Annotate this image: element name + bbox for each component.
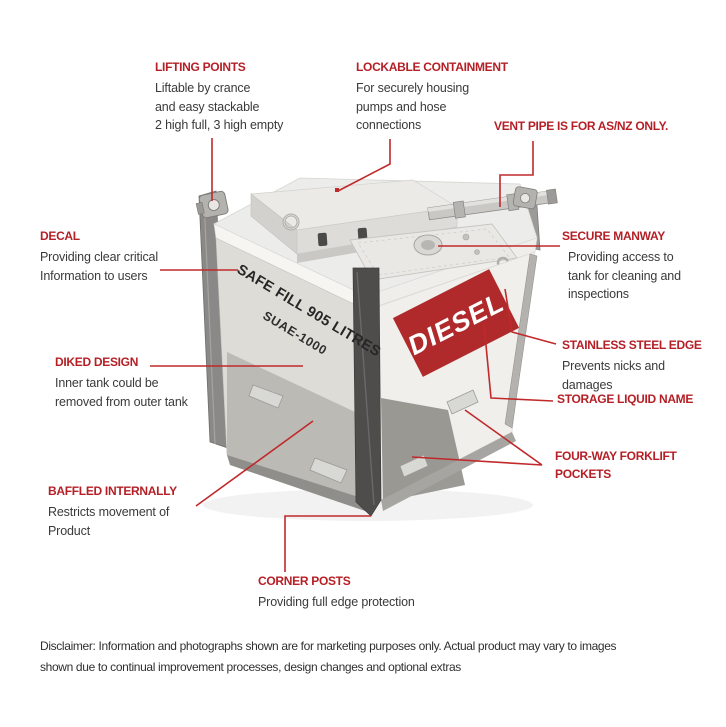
callout-line: damages [562, 377, 613, 392]
stainless-steel-edge-strip [504, 253, 538, 429]
callout-forklift-pockets: FOUR-WAY FORKLIFT POCKETS [555, 447, 680, 487]
callout-vent-pipe: VENT PIPE IS FOR AS/NZ ONLY. [494, 119, 668, 138]
callout-line: removed from outer tank [55, 394, 188, 409]
callout-diked-design: DIKED DESIGN Inner tank could be removed… [55, 355, 188, 411]
callout-title: LOCKABLE CONTAINMENT [356, 60, 508, 74]
callout-title: LIFTING POINTS [155, 60, 246, 74]
callout-line: pumps and hose [356, 99, 447, 114]
leader-storage-liquid-name [483, 323, 554, 402]
callout-line: Providing access to [568, 250, 674, 264]
callout-line: Providing clear critical [40, 250, 158, 264]
callout-line: Prevents nicks and [562, 359, 665, 373]
leader-end-dot [335, 188, 339, 192]
disclaimer: Disclaimer: Information and photographs … [40, 636, 700, 678]
callout-title: DECAL [40, 229, 80, 243]
base-skid-right [381, 432, 516, 511]
callout-storage-liquid-name: STORAGE LIQUID NAME [557, 392, 693, 411]
leader-lockable-containment [337, 139, 391, 192]
callout-decal: DECAL Providing clear critical Informati… [40, 229, 158, 285]
lifting-lug-right [512, 186, 538, 210]
forklift-pockets [248, 384, 479, 484]
callout-line: Liftable by crance [155, 81, 251, 95]
disclaimer-line: Disclaimer: Information and photographs … [40, 639, 617, 653]
callout-line: For securely housing [356, 81, 470, 95]
callout-title: DIKED DESIGN [55, 355, 139, 369]
callout-line: Restricts movement of [48, 505, 170, 519]
callout-title: STORAGE LIQUID NAME [557, 392, 694, 406]
callout-stainless-steel-edge: STAINLESS STEEL EDGE Prevents nicks and … [562, 338, 702, 394]
lifting-lug-left [195, 190, 229, 219]
callout-title: FOUR-WAY FORKLIFT POCKETS [555, 449, 677, 481]
callout-line: Product [48, 523, 91, 538]
leader-corner-posts [284, 515, 371, 572]
callout-title: STAINLESS STEEL EDGE [562, 338, 702, 352]
callout-baffled-internally: BAFFLED INTERNALLY Restricts movement of… [48, 484, 177, 540]
callout-line: and easy stackable [155, 99, 260, 114]
leader-vent-pipe [499, 141, 534, 207]
callout-title: SECURE MANWAY [562, 229, 666, 243]
leader-baffled-internally [195, 420, 314, 507]
front-corner-post [352, 267, 382, 517]
callout-line: Providing full edge protection [258, 595, 415, 609]
leader-stainless-steel-edge [504, 288, 557, 345]
callout-line: Information to users [40, 268, 148, 283]
callout-secure-manway: SECURE MANWAY Providing access to tank f… [562, 229, 681, 304]
secure-manway-plate [349, 223, 518, 281]
callout-corner-posts: CORNER POSTS Providing full edge protect… [258, 574, 415, 612]
callout-title: BAFFLED INTERNALLY [48, 484, 177, 498]
callout-line: connections [356, 118, 422, 132]
leader-forklift-pockets [411, 409, 543, 466]
callout-lifting-points: LIFTING POINTS Liftable by crance and ea… [155, 60, 283, 135]
callout-lockable-containment: LOCKABLE CONTAINMENT For securely housin… [356, 60, 508, 135]
callout-line: 2 high full, 3 high empty [155, 118, 284, 132]
base-skid-left [227, 455, 368, 512]
callout-leader-lines [150, 138, 560, 572]
callout-title: VENT PIPE IS FOR AS/NZ ONLY. [494, 119, 669, 133]
callout-line: inspections [568, 287, 629, 301]
callout-line: tank for cleaning and [568, 268, 681, 283]
callout-line: Inner tank could be [55, 376, 159, 390]
callout-title: CORNER POSTS [258, 574, 351, 588]
disclaimer-line: shown due to continual improvement proce… [40, 660, 461, 674]
